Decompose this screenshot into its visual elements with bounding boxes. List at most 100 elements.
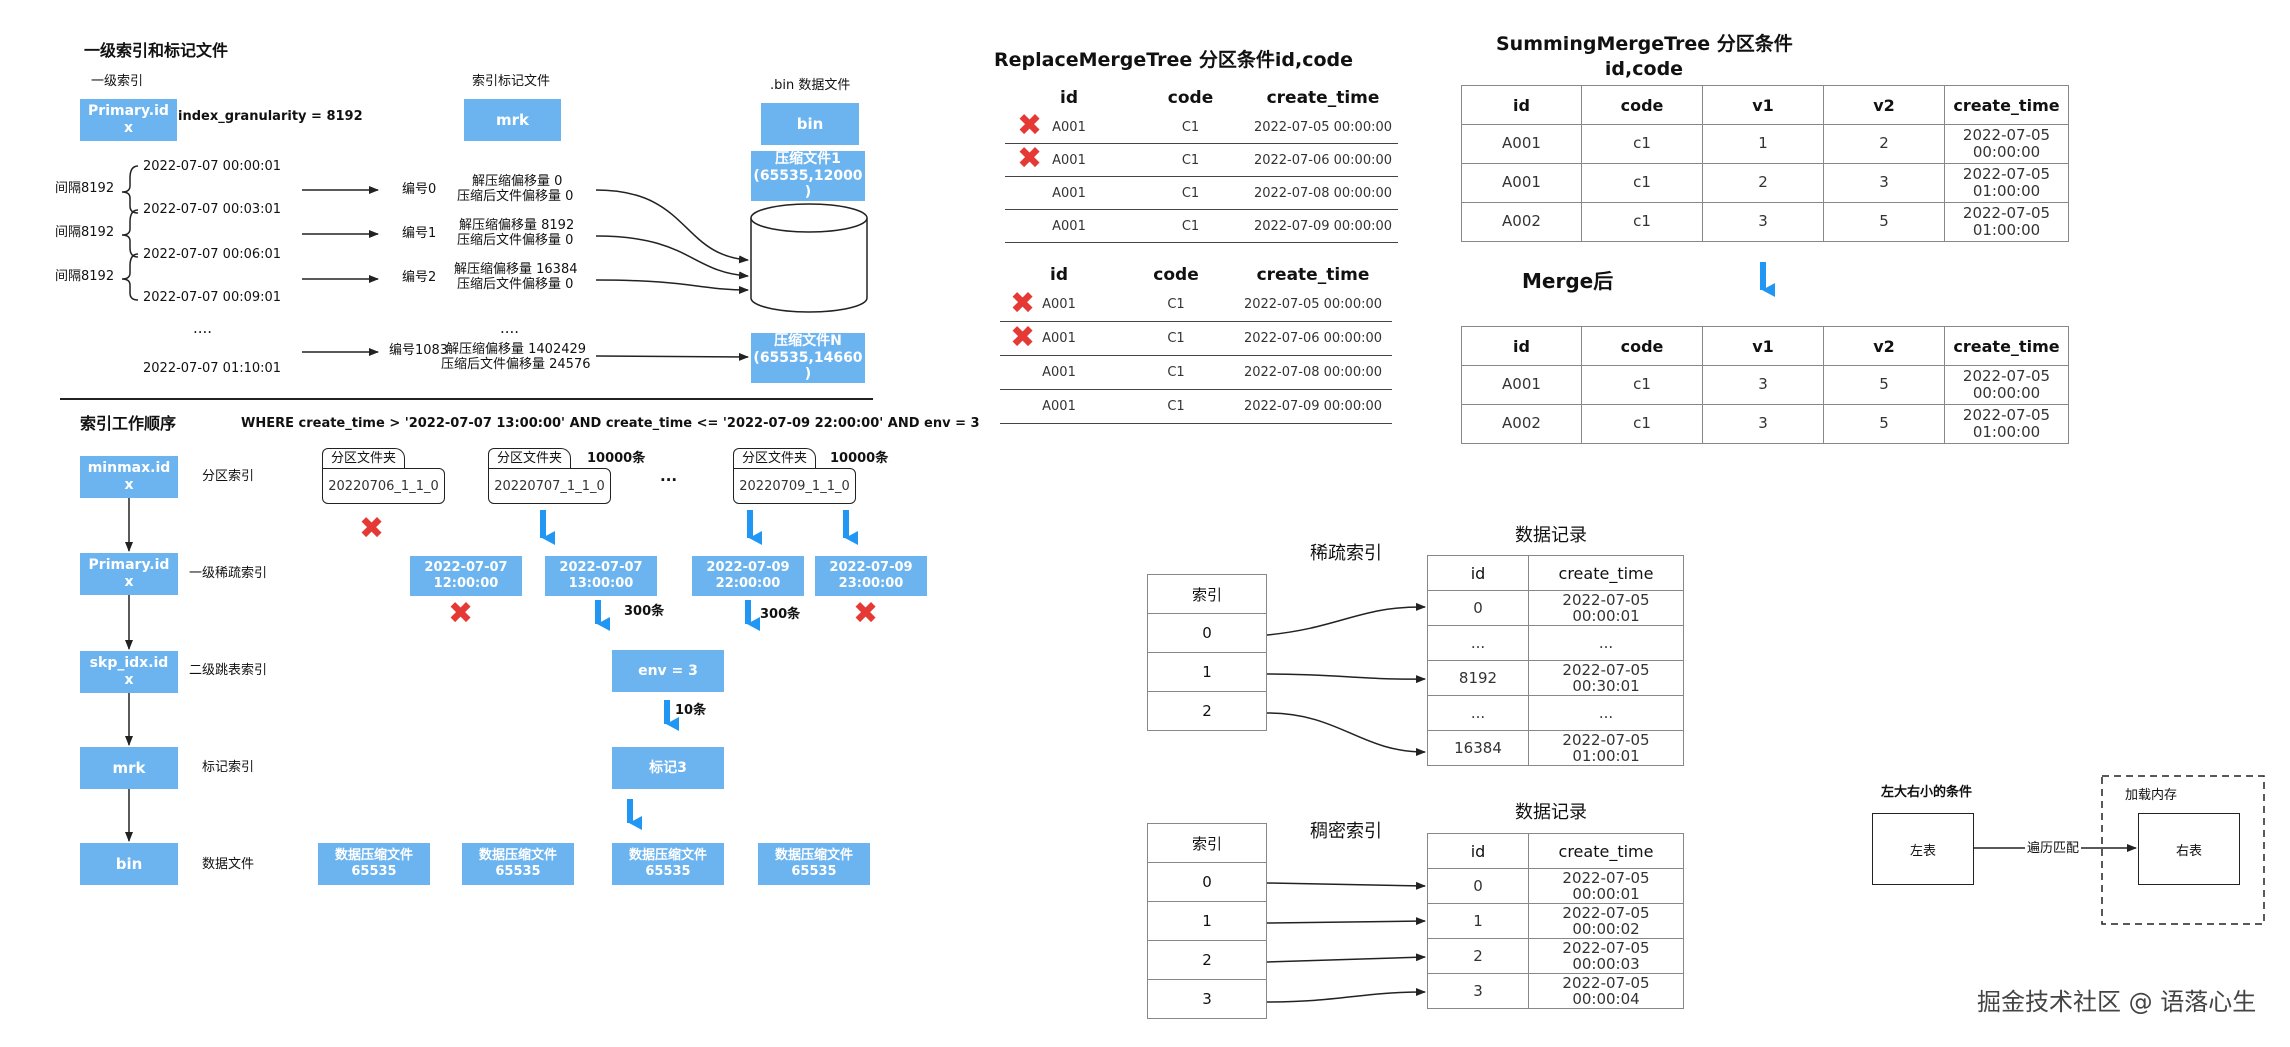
left-table-box: 左表 (1872, 813, 1974, 885)
table-cell: c1 (1581, 163, 1703, 203)
offset-arrow (595, 235, 749, 280)
offset-n-compressed: 压缩后文件偏移量 24576 (441, 357, 591, 372)
table-cell: c1 (1581, 124, 1703, 164)
cylinder-range-1: 8192——16384 (763, 272, 864, 287)
folder-tab-label: 分区文件夹 (322, 448, 406, 469)
cylinder-range-0: 0——8192 (780, 256, 848, 271)
data-compressed-file-1: 数据压缩文件 65535 (462, 843, 574, 885)
table-cell: C1 (1133, 176, 1248, 210)
table-cell: ... (1528, 695, 1684, 731)
time-box-0707-13: 2022-07-07 13:00:00 (545, 556, 657, 596)
index-header: 索引 (1147, 823, 1267, 863)
data-compressed-file-0: 数据压缩文件 65535 (318, 843, 430, 885)
summing-title-line2: id,code (1604, 58, 1684, 80)
column-header: code (1153, 265, 1199, 285)
work-order-title: 索引工作顺序 (80, 414, 177, 433)
table-cell: 2022-07-05 00:00:00 (1944, 124, 2069, 164)
folder-name: 20220707_1_1_0 (488, 468, 611, 504)
stage-skip-index-label: 二级跳表索引 (189, 663, 268, 678)
stage-mrk-label: 标记索引 (202, 760, 255, 775)
right-table-box: 右表 (2138, 813, 2240, 885)
table-cell: ... (1427, 625, 1529, 661)
table-cell: 2022-07-05 00:30:01 (1528, 660, 1684, 696)
stage-bin-label: 数据文件 (202, 857, 255, 872)
sparse-data-title: 数据记录 (1515, 525, 1587, 546)
count-300-left: 300条 (624, 604, 665, 619)
table-cell: 16384 (1427, 730, 1529, 766)
count-10: 10条 (675, 703, 707, 718)
table-cell: 0 (1427, 868, 1529, 904)
offset-0-uncompressed: 解压缩偏移量 0 (472, 174, 563, 189)
table-cell: 2022-07-05 00:00:03 (1528, 938, 1684, 974)
partition-folder-0709: 分区文件夹 20220709_1_1_0 (733, 448, 857, 506)
cross-icon: ✖ (359, 511, 385, 546)
summing-title-line1: SummingMergeTree 分区条件 (1496, 33, 1793, 55)
table-cell: 3 (1702, 365, 1824, 405)
index-header: 索引 (1147, 574, 1267, 614)
dense-data-title: 数据记录 (1515, 802, 1587, 823)
primary-index-box: Primary.id x (80, 99, 177, 141)
partition-folder-0707: 分区文件夹 20220707_1_1_0 (488, 448, 612, 506)
table-cell: ... (1427, 695, 1529, 731)
table-cell: 2022-07-09 00:00:00 (1248, 209, 1398, 243)
table-cell: A001 (1000, 321, 1118, 356)
offset-dots: .... (500, 319, 520, 337)
folder-tab-label: 分区文件夹 (488, 448, 572, 469)
table-cell: 1 (1702, 124, 1824, 164)
table-cell: A001 (1461, 163, 1582, 203)
cross-icon: ✖ (1010, 285, 1036, 321)
table-cell: A001 (1005, 111, 1133, 144)
table-cell: C1 (1118, 288, 1234, 322)
table-cell: 0 (1427, 590, 1529, 626)
offset-arrow (595, 189, 749, 264)
table-cell: 3 (1702, 202, 1824, 242)
table-row: ...... (1427, 695, 1684, 731)
table-cell: 3 (1702, 404, 1824, 444)
stage-minmax-box: minmax.id x (80, 456, 178, 498)
table-cell: A001 (1005, 209, 1133, 243)
table-cell: 2022-07-05 01:00:01 (1528, 730, 1684, 766)
brace-icon (121, 253, 139, 301)
bin-box: bin (761, 103, 859, 145)
offset-1-uncompressed: 解压缩偏移量 8192 (459, 218, 575, 233)
table-cell: 2022-07-05 01:00:00 (1944, 404, 2069, 444)
column-header: create_time (1266, 88, 1380, 108)
partition-folder-0706: 分区文件夹 20220706_1_1_0 (322, 448, 446, 506)
table-cell: c1 (1581, 365, 1703, 405)
index-granularity-label: index_granularity = 8192 (178, 109, 363, 124)
index-cell: 3 (1147, 979, 1267, 1019)
column-header: v2 (1823, 85, 1945, 125)
cylinder-dots: ...... (797, 300, 822, 315)
table-cell: 2022-07-05 00:00:00 (1944, 365, 2069, 405)
table-cell: c1 (1581, 404, 1703, 444)
offset-arrow (595, 279, 749, 294)
table-cell: 8192 (1427, 660, 1529, 696)
table-cell: 2 (1427, 938, 1529, 974)
table-cell: 2022-07-06 00:00:00 (1234, 321, 1392, 356)
merge-after-label: Merge后 (1522, 269, 1614, 293)
folder-name: 20220709_1_1_0 (733, 468, 856, 504)
table-cell: A001 (1005, 143, 1133, 177)
mark-number-0: 编号0 (402, 182, 437, 197)
table-cell: 2022-07-05 01:00:00 (1944, 202, 2069, 242)
cross-icon: ✖ (448, 596, 474, 631)
compressed-file-n-box: 压缩文件N (65535,14660 ) (751, 333, 865, 383)
offset-2-uncompressed: 解压缩偏移量 16384 (454, 262, 578, 277)
mark-number-1: 编号1 (402, 226, 437, 241)
bin-small-label: .bin 数据文件 (770, 78, 851, 93)
table-cell: C1 (1133, 209, 1248, 243)
time-box-0709-22: 2022-07-09 22:00:00 (692, 556, 804, 596)
column-header: create_time (1944, 85, 2069, 125)
